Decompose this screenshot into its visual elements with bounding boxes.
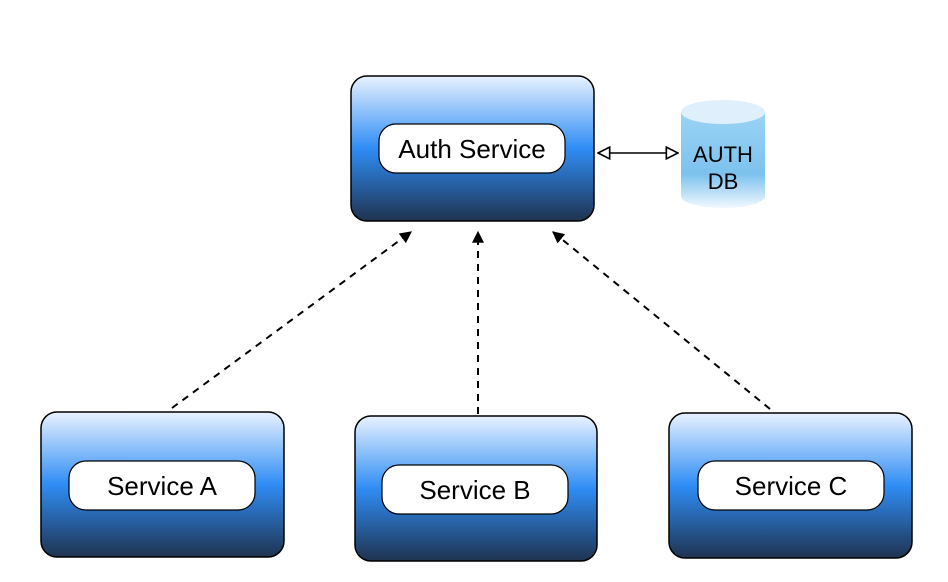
auth-db-label-line1: AUTH [693,142,753,167]
auth-db-node[interactable]: AUTH DB [681,100,765,208]
auth-service-node[interactable]: Auth Service [350,75,595,222]
service-a-label: Service A [107,471,217,501]
edge-service-a-to-auth [171,231,412,409]
auth-service-label-pill [378,123,566,174]
edge-service-c-to-auth [552,231,771,410]
auth-db-cylinder-body [681,112,765,208]
service-c-node[interactable]: Service C [668,412,913,559]
auth-db-cylinder-top [681,100,765,124]
service-b-label: Service B [419,475,530,505]
auth-service-label: Auth Service [398,134,545,164]
auth-db-label-line2: DB [708,169,739,194]
service-a-label-pill [68,460,256,511]
service-b-node[interactable]: Service B [354,415,598,562]
service-a-node[interactable]: Service A [40,411,285,558]
service-c-label-pill [697,460,885,511]
service-b-label-pill [381,464,569,515]
service-c-label: Service C [735,471,848,501]
